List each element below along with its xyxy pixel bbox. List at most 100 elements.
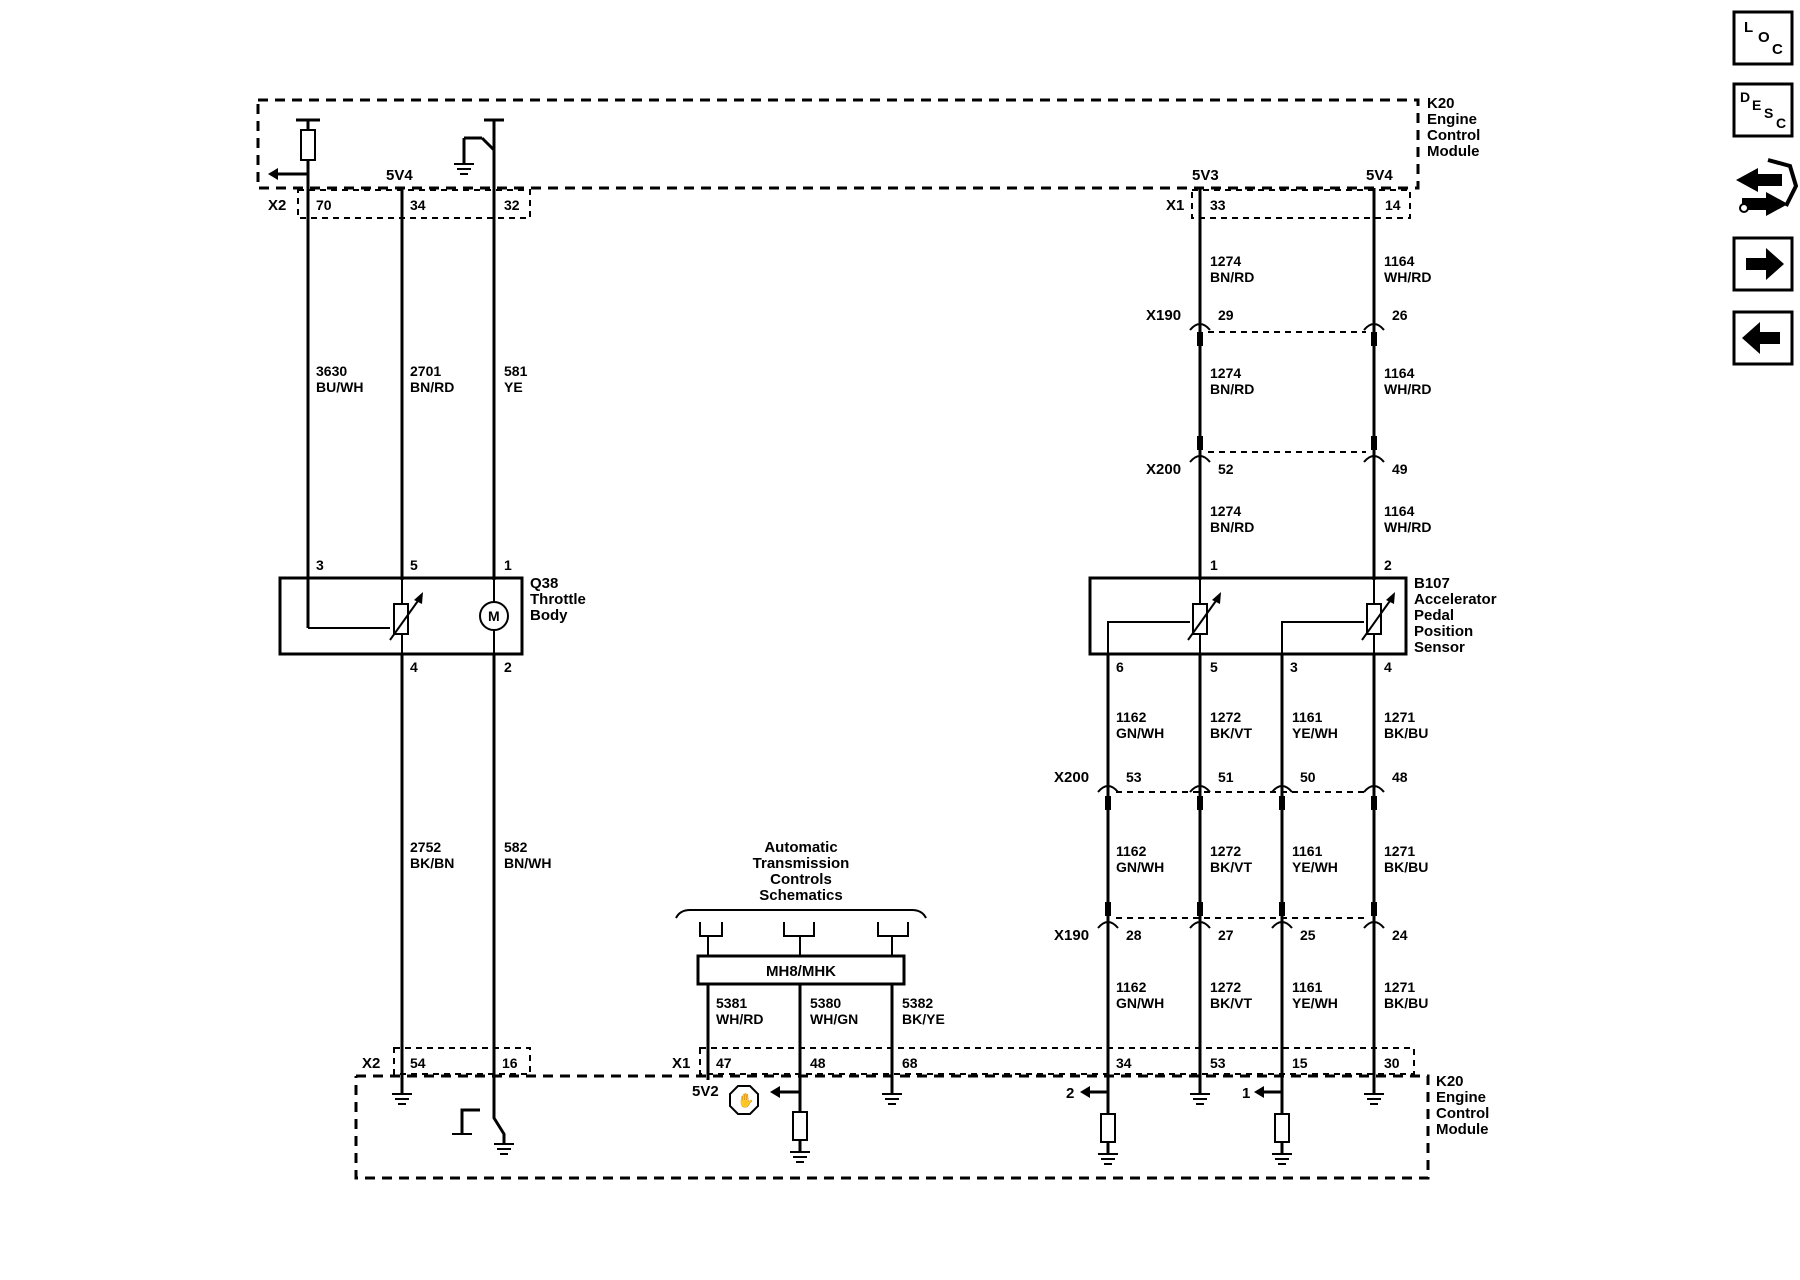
x190-bottom-pin-24: 24 (1392, 927, 1408, 943)
ground-icon-2752 (392, 1060, 412, 1105)
b107-accelerator-pedal-position-sensor: 1 2 6 5 3 4 B107 Accelerator Pedal Posit… (1088, 557, 1497, 675)
next-page-button[interactable] (1732, 236, 1794, 292)
b107-name-5: Sensor (1414, 639, 1465, 656)
wire-1162-color-b: GN/WH (1116, 859, 1164, 875)
wire-2752-color: BK/BN (410, 855, 454, 871)
q38-pin-1: 1 (504, 557, 512, 573)
wire-1164-num-c: 1164 (1384, 503, 1415, 519)
wire-1272-color-b: BK/VT (1210, 859, 1252, 875)
previous-page-button[interactable] (1732, 310, 1794, 366)
wire-5380-num: 5380 (810, 995, 841, 1011)
wire-5382-num: 5382 (902, 995, 933, 1011)
ground-icons (392, 1060, 1384, 1105)
wire-1161-num-b: 1161 (1292, 843, 1323, 859)
wire-1271-color-c: BK/BU (1384, 995, 1428, 1011)
top-x1-label: X1 (1166, 197, 1184, 214)
loc-letter-c: C (1772, 41, 1783, 58)
wire-1162-num-b: 1162 (1116, 843, 1147, 859)
wire-1162-color-a: GN/WH (1116, 725, 1164, 741)
wire-1272-num-c: 1272 (1210, 979, 1241, 995)
wire-1161-num-c: 1161 (1292, 979, 1323, 995)
wire-581-num: 581 (504, 363, 528, 379)
b107-pin-6: 6 (1116, 659, 1124, 675)
k20-bottom-name-4: Module (1436, 1121, 1489, 1138)
wire-1164-num-b: 1164 (1384, 365, 1415, 381)
q38-throttle-body: 3 5 1 4 2 Q38 Throttle Body M (278, 557, 586, 675)
wire-1271-color-b: BK/BU (1384, 859, 1428, 875)
wire-1161-color-c: YE/WH (1292, 995, 1338, 1011)
wire-1274-num-c: 1274 (1210, 503, 1241, 519)
wire-1164-color-b: WH/RD (1384, 381, 1431, 397)
wire-5382-color: BK/YE (902, 1011, 945, 1027)
b107-pin-4: 4 (1384, 659, 1392, 675)
top-x2-pin-34: 34 (410, 197, 426, 213)
q38-name-2: Throttle (530, 591, 586, 608)
x190-bottom-inline: X190 28 27 25 24 (1054, 902, 1408, 944)
wire-1161-color-a: YE/WH (1292, 725, 1338, 741)
trans-ref-3: Controls (770, 871, 832, 888)
q38-pin-4: 4 (410, 659, 418, 675)
b107-pin-1: 1 (1210, 557, 1218, 573)
wire-2752-num: 2752 (410, 839, 441, 855)
q38-pin-3: 3 (316, 557, 324, 573)
x200-bottom-pin-48: 48 (1392, 769, 1408, 785)
x200-bottom-inline: X200 53 51 50 48 (1054, 769, 1408, 810)
b107-name-3: Pedal (1414, 607, 1454, 624)
bottom-x1-pin-15: 15 (1292, 1055, 1308, 1071)
stop-hand-icon (729, 1085, 759, 1115)
wire-1162-color-c: GN/WH (1116, 995, 1164, 1011)
wire-1271-num-a: 1271 (1384, 709, 1415, 725)
trans-ref-1: Automatic (764, 839, 837, 856)
wire-1271-num-c: 1271 (1384, 979, 1415, 995)
wire-582-num: 582 (504, 839, 528, 855)
wire-1164-num-a: 1164 (1384, 253, 1415, 269)
wire-5381-color: WH/RD (716, 1011, 763, 1027)
wire-1271-num-b: 1271 (1384, 843, 1415, 859)
loc-button[interactable]: L O C (1732, 10, 1794, 66)
x190-bottom-pin-27: 27 (1218, 927, 1234, 943)
desc-button[interactable]: D E S C (1732, 82, 1794, 138)
arrow-left-icon (1742, 322, 1780, 354)
wire-1272-num-b: 1272 (1210, 843, 1241, 859)
top-x1-pin-14: 14 (1385, 197, 1401, 213)
wire-1272-color-a: BK/VT (1210, 725, 1252, 741)
x190-top-label: X190 (1146, 307, 1181, 324)
wire-1274-color-a: BN/RD (1210, 269, 1254, 285)
k20-bottom-name-2: Engine (1436, 1089, 1486, 1106)
ref-5v2: 5V2 (692, 1083, 719, 1100)
ref-2: 2 (1066, 1085, 1074, 1102)
wire-1164-color-a: WH/RD (1384, 269, 1431, 285)
wire-5381-num: 5381 (716, 995, 747, 1011)
x200-top-pin-49: 49 (1392, 461, 1408, 477)
mh8-mhk-option: MH8/MHK (766, 963, 836, 980)
x190-top-pin-29: 29 (1218, 307, 1234, 323)
top-x2-label: X2 (268, 197, 286, 214)
ground-icon-1271 (1364, 1090, 1384, 1105)
loc-letter-o: O (1758, 29, 1770, 46)
ecm-internal-pulldown-1161: 1 (1242, 1085, 1292, 1165)
trans-ref-2: Transmission (753, 855, 850, 872)
wire-1272-color-c: BK/VT (1210, 995, 1252, 1011)
ground-icon-5382 (882, 1090, 902, 1105)
ref-5v3: 5V3 (1192, 167, 1219, 184)
wire-581-color: YE (504, 379, 523, 395)
x200-top-label: X200 (1146, 461, 1181, 478)
desc-letter-e: E (1752, 97, 1761, 113)
bottom-x1-pin-34: 34 (1116, 1055, 1132, 1071)
wire-582-color: BN/WH (504, 855, 551, 871)
loc-letter-l: L (1744, 19, 1753, 36)
wire-1162-num-c: 1162 (1116, 979, 1147, 995)
wire-1274-num-a: 1274 (1210, 253, 1241, 269)
wire-2701-num: 2701 (410, 363, 441, 379)
ref-1: 1 (1242, 1085, 1250, 1102)
connector-end-view-icon[interactable] (1736, 158, 1799, 216)
bottom-x1-pin-53: 53 (1210, 1055, 1226, 1071)
b107-pin-2: 2 (1384, 557, 1392, 573)
top-x2-pin-70: 70 (316, 197, 332, 213)
wire-1272-num-a: 1272 (1210, 709, 1241, 725)
k20-top-name-2: Engine (1427, 111, 1477, 128)
wire-3630-color: BU/WH (316, 379, 363, 395)
wire-1164-color-c: WH/RD (1384, 519, 1431, 535)
x200-top-inline: X200 52 49 (1146, 436, 1408, 478)
ecm-internal-motor-driver (454, 118, 504, 175)
